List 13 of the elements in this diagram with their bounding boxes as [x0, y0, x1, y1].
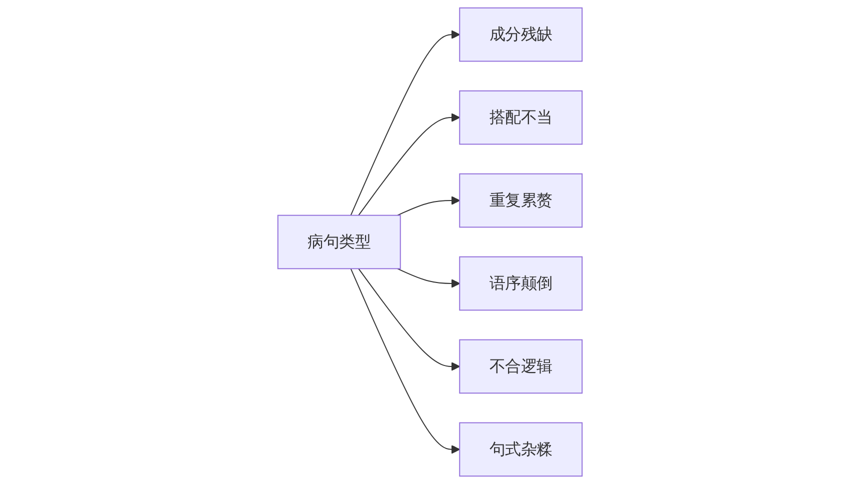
- arrow: [358, 113, 460, 216]
- arrow: [397, 268, 460, 288]
- node-box: 重复累赘: [459, 173, 583, 228]
- arrow: [350, 30, 460, 216]
- node-box: 搭配不当: [459, 90, 583, 145]
- node-box: 不合逻辑: [459, 339, 583, 394]
- node-box: 语序颠倒: [459, 256, 583, 311]
- node-box: 病句类型: [277, 214, 401, 270]
- arrow: [358, 268, 460, 371]
- arrow: [350, 268, 460, 454]
- node-box: 成分残缺: [459, 7, 583, 62]
- node-box: 句式杂糅: [459, 422, 583, 477]
- arrow: [397, 196, 460, 216]
